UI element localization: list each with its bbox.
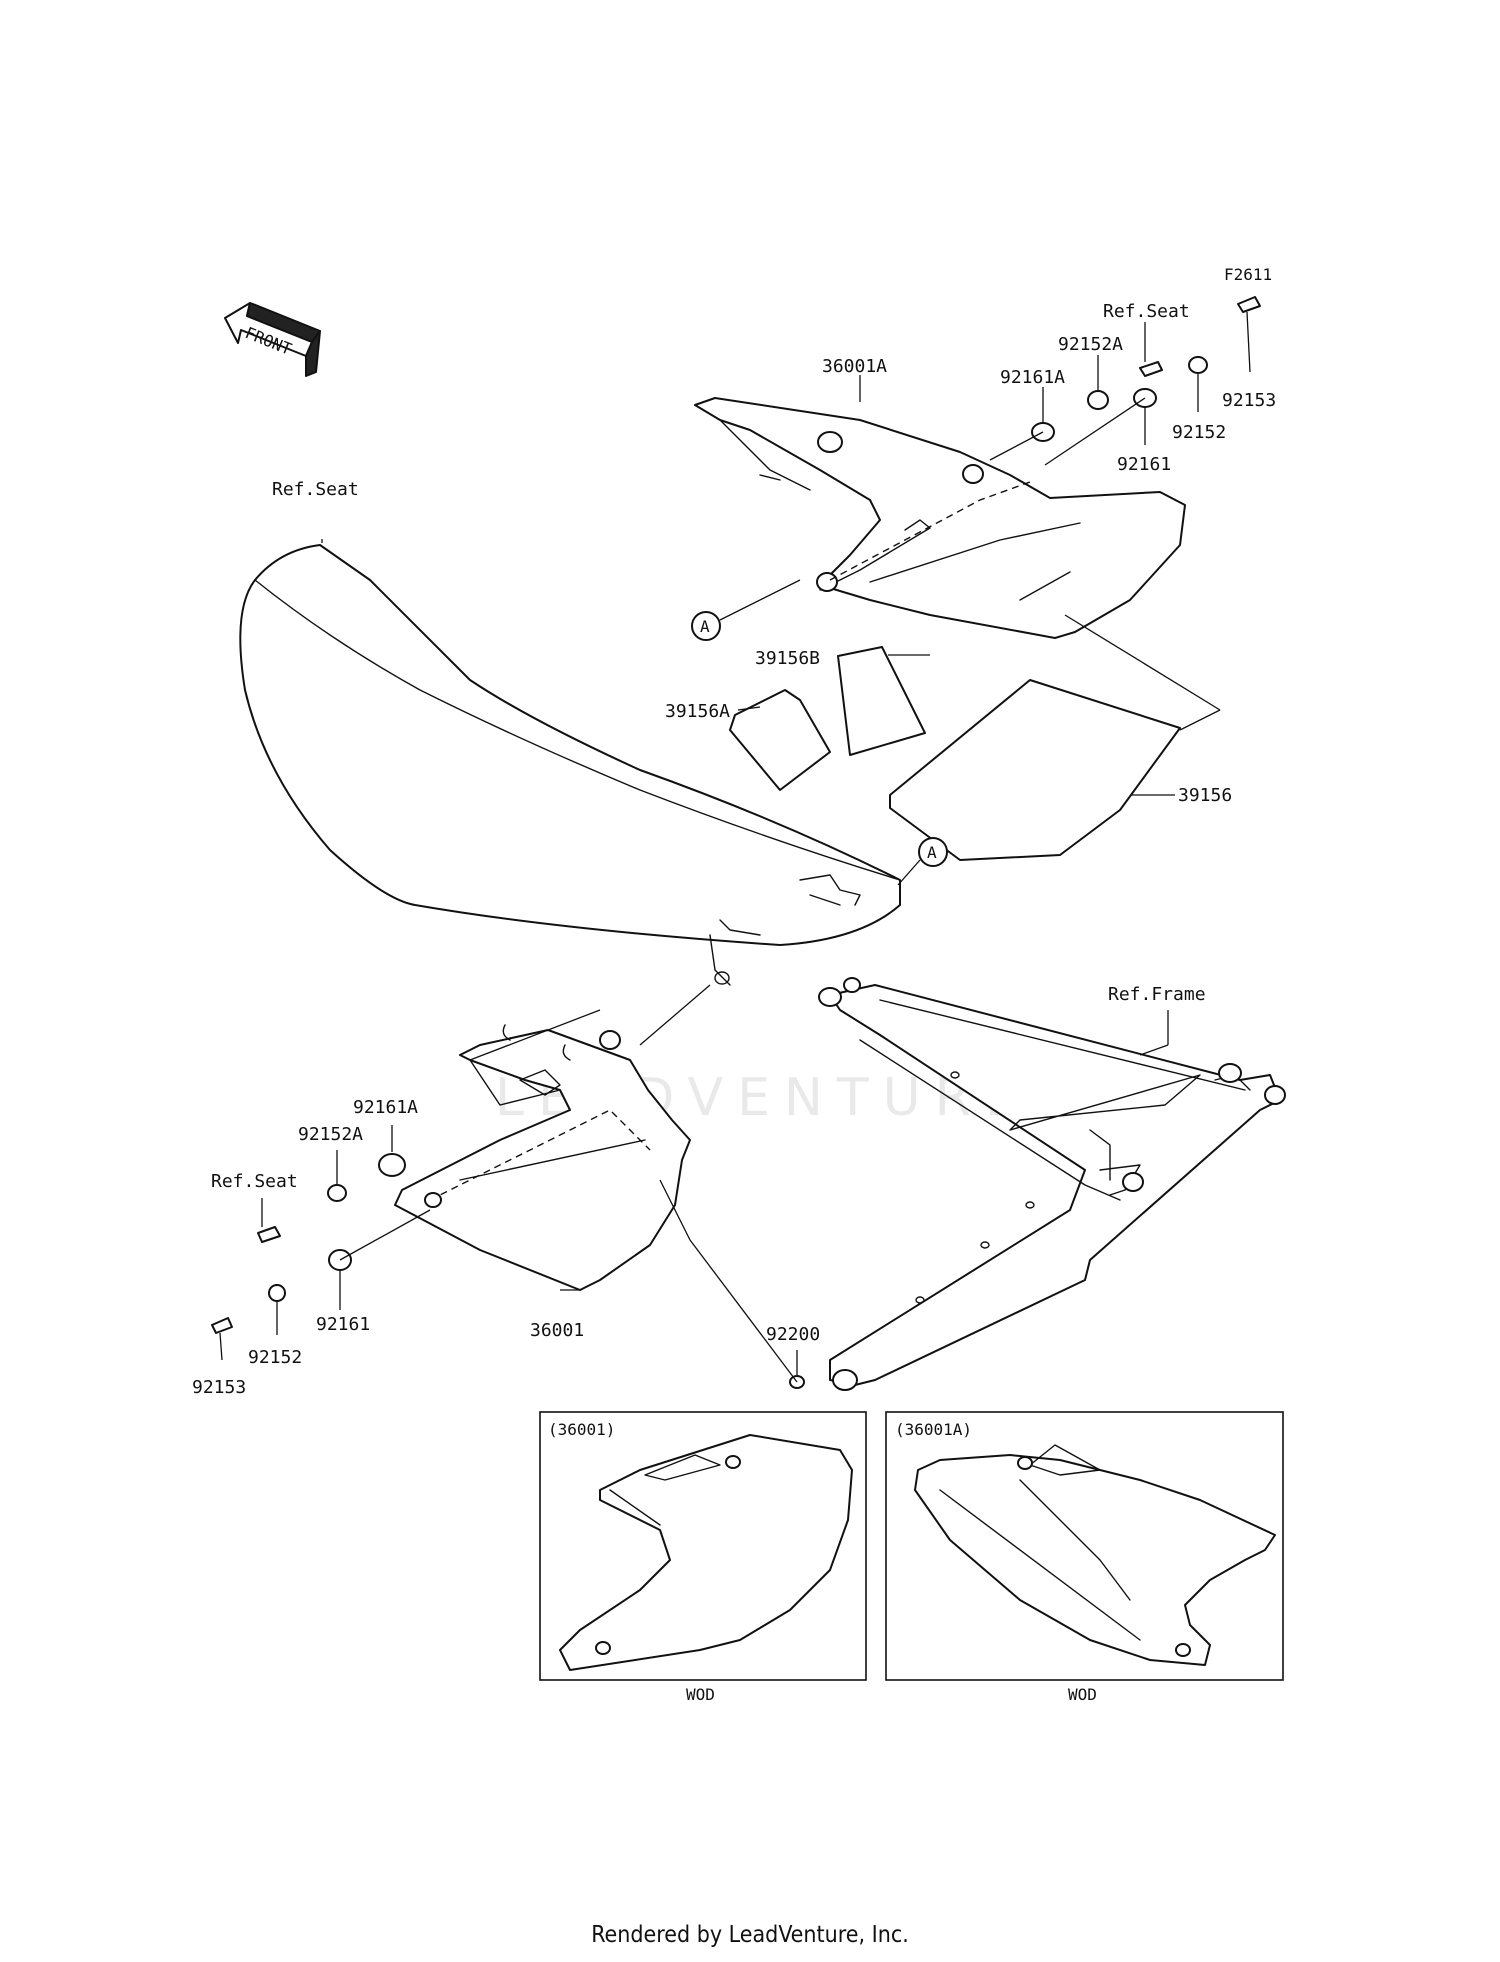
callout-a-top: A bbox=[691, 611, 721, 641]
seat bbox=[239, 544, 901, 986]
grommet-92161a-bottom bbox=[378, 1153, 406, 1177]
diagram-code: F2611 bbox=[1224, 265, 1272, 284]
label-92161-top: 92161 bbox=[1117, 454, 1171, 475]
label-36001a: 36001A bbox=[822, 356, 887, 377]
bolt-92153-top bbox=[1237, 296, 1261, 313]
label-92152-top: 92152 bbox=[1172, 422, 1226, 443]
label-92161-bottom: 92161 bbox=[316, 1314, 370, 1335]
label-refframe: Ref.Frame bbox=[1108, 984, 1206, 1005]
side-cover-36001a bbox=[694, 397, 1186, 639]
inset-36001-title: (36001) bbox=[548, 1420, 615, 1439]
svg-text:A: A bbox=[700, 617, 710, 636]
decal-39156a bbox=[729, 689, 831, 791]
decal-39156 bbox=[889, 679, 1181, 861]
bolt-92153-bottom bbox=[211, 1317, 233, 1334]
inset-36001-caption: WOD bbox=[686, 1685, 715, 1704]
label-92152-bottom: 92152 bbox=[248, 1347, 302, 1368]
label-36001: 36001 bbox=[530, 1320, 584, 1341]
bolt-refseat-top bbox=[1139, 361, 1163, 377]
label-92153-top: 92153 bbox=[1222, 390, 1276, 411]
label-39156: 39156 bbox=[1178, 785, 1232, 806]
label-39156a: 39156A bbox=[665, 701, 730, 722]
collar-92152a-bottom bbox=[327, 1184, 347, 1202]
label-92152a-top: 92152A bbox=[1058, 334, 1123, 355]
label-92161a-bottom: 92161A bbox=[353, 1097, 418, 1118]
inset-36001: (36001) WOD bbox=[539, 1411, 867, 1704]
decal-39156b bbox=[837, 646, 926, 756]
collar-92152-top bbox=[1188, 356, 1208, 374]
footer-credit: Rendered by LeadVenture, Inc. bbox=[591, 1922, 909, 1948]
collar-92152a-top bbox=[1087, 390, 1109, 410]
label-refseat-bottom: Ref.Seat bbox=[211, 1171, 298, 1192]
inset-36001a: (36001A) WOD bbox=[885, 1411, 1284, 1704]
collar-92152-bottom bbox=[268, 1284, 286, 1302]
inset-36001a-title: (36001A) bbox=[895, 1420, 972, 1439]
label-refseat-top: Ref.Seat bbox=[1103, 301, 1190, 322]
label-92161a-top: 92161A bbox=[1000, 367, 1065, 388]
callout-a-bottom: A bbox=[918, 837, 948, 867]
bolt-refseat-bottom bbox=[257, 1226, 281, 1243]
front-arrow-icon: FRONT bbox=[224, 302, 321, 377]
frame bbox=[818, 977, 1286, 1391]
label-92200: 92200 bbox=[766, 1324, 820, 1345]
inset-36001a-caption: WOD bbox=[1068, 1685, 1097, 1704]
leader-lines bbox=[219, 311, 1251, 1383]
label-92153-bottom: 92153 bbox=[192, 1377, 246, 1398]
side-cover-36001 bbox=[394, 1024, 691, 1291]
label-refseat-main: Ref.Seat bbox=[272, 479, 359, 500]
svg-text:A: A bbox=[927, 843, 937, 862]
hardware-bottom bbox=[211, 1153, 805, 1389]
decals bbox=[729, 646, 1181, 861]
label-39156b: 39156B bbox=[755, 648, 820, 669]
label-92152a-bottom: 92152A bbox=[298, 1124, 363, 1145]
